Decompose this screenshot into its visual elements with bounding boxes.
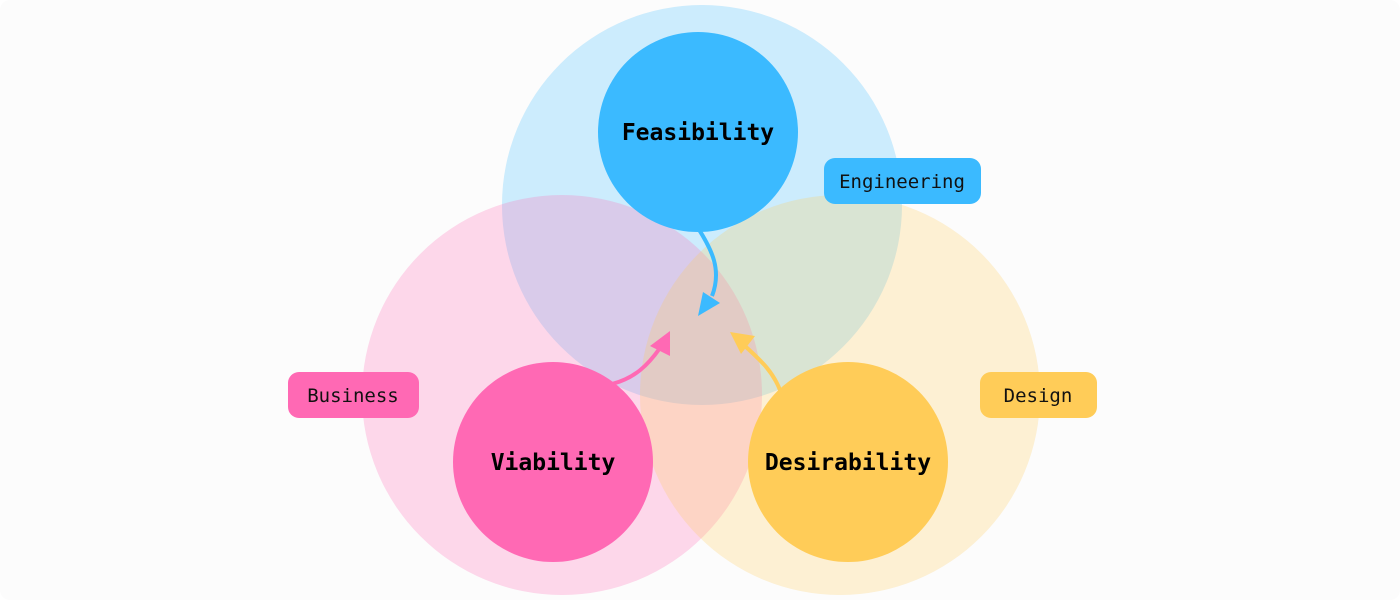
viability-label: Viability bbox=[491, 450, 616, 476]
design-tag-label: Design bbox=[1004, 385, 1073, 407]
design-tag bbox=[980, 372, 1097, 418]
desirability-label: Desirability bbox=[765, 450, 931, 476]
feasibility-arrowhead bbox=[698, 292, 720, 316]
feasibility-label: Feasibility bbox=[622, 120, 774, 146]
viability-circle bbox=[453, 362, 653, 562]
engineering-tag-label: Engineering bbox=[839, 171, 965, 193]
desirability-arrow bbox=[743, 344, 782, 391]
viability-arrow bbox=[611, 346, 662, 386]
desirability-circle bbox=[748, 362, 948, 562]
engineering-tag bbox=[824, 158, 981, 204]
feasibility-arrow bbox=[696, 226, 718, 297]
desirability-arrowhead bbox=[730, 332, 755, 354]
business-tag bbox=[288, 372, 419, 418]
feasibility-circle bbox=[598, 32, 798, 232]
viability-arrowhead bbox=[650, 331, 670, 356]
business-tag-label: Business bbox=[307, 385, 399, 407]
